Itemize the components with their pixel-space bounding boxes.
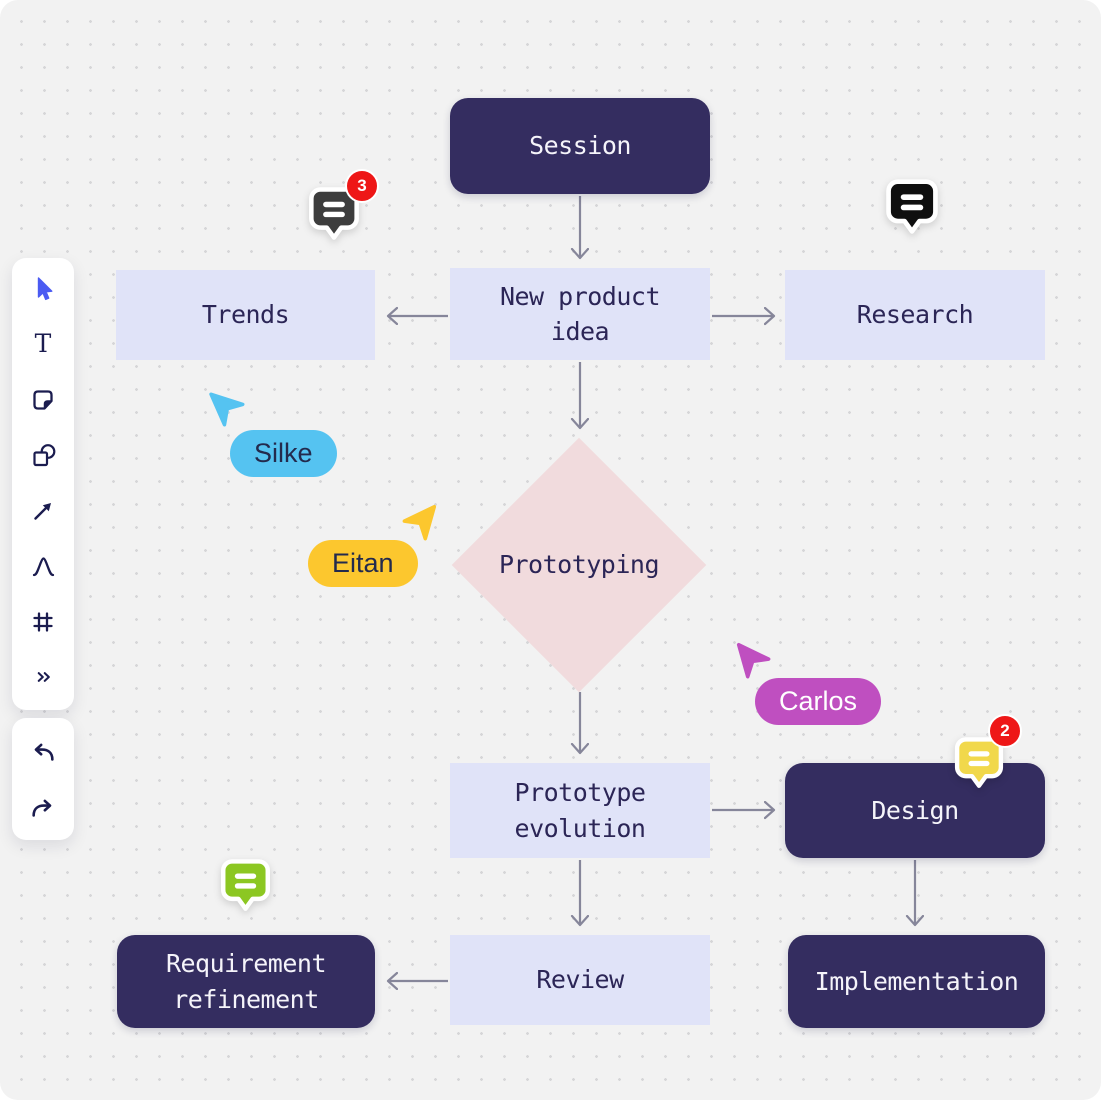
redo-button[interactable] <box>28 792 58 822</box>
node-label: Prototyping <box>498 550 660 580</box>
node-new-product-idea[interactable]: New product idea <box>450 268 710 360</box>
svg-text:T: T <box>35 330 52 358</box>
eitan-cursor-icon <box>402 504 437 541</box>
shapes-tool[interactable] <box>28 440 58 470</box>
node-label: Session <box>529 131 631 161</box>
text-tool-icon: T <box>35 330 52 358</box>
collaborator-pill-carlos: Carlos <box>755 678 882 725</box>
frame-tool[interactable] <box>28 607 58 637</box>
node-prototyping: Prototyping <box>454 475 704 655</box>
connector-arrow-tool[interactable] <box>28 496 58 526</box>
more-tools-button[interactable] <box>28 662 58 692</box>
chevron-double-right-icon <box>37 672 50 682</box>
collaborator-pill-silke: Silke <box>230 430 337 477</box>
pen-tool[interactable] <box>28 551 58 581</box>
collaborator-name: Carlos <box>779 686 858 716</box>
node-label: New product idea <box>499 281 661 347</box>
redo-icon <box>32 799 52 817</box>
collaborator-pill-eitan: Eitan <box>308 540 418 587</box>
node-requirement-refinement[interactable]: Requirement refinement <box>117 935 375 1028</box>
comment-count: 3 <box>357 176 367 195</box>
node-label: Design <box>871 795 959 825</box>
comment-count: 2 <box>1000 721 1010 740</box>
comment-count-badge[interactable]: 3 <box>345 169 379 203</box>
carlos-cursor-icon <box>736 642 771 679</box>
select-cursor-icon <box>37 277 53 301</box>
node-label: Trends <box>201 300 290 330</box>
shapes-icon <box>33 444 56 467</box>
select-cursor-tool[interactable] <box>28 274 58 304</box>
comment-bubble-icon <box>886 179 938 234</box>
undo-button[interactable] <box>28 736 58 766</box>
node-label: Requirement refinement <box>165 949 327 1014</box>
node-prototype-evolution[interactable]: Prototype evolution <box>450 763 710 858</box>
node-research[interactable]: Research <box>785 270 1045 360</box>
collaborator-name: Silke <box>254 438 313 468</box>
undo-icon <box>34 743 54 761</box>
node-label: Implementation <box>814 966 1019 996</box>
node-design[interactable]: Design <box>785 763 1045 858</box>
connector-arrow-icon <box>34 502 51 520</box>
toolbar: T <box>12 258 74 710</box>
comment-count-badge[interactable]: 2 <box>988 714 1022 748</box>
text-tool[interactable]: T <box>28 329 58 359</box>
node-label: Prototype evolution <box>514 778 646 843</box>
history-panel <box>12 718 74 840</box>
node-label: Review <box>536 965 624 995</box>
collaborator-name: Eitan <box>332 548 394 578</box>
node-label: Research <box>856 300 974 330</box>
frame-icon <box>33 611 53 632</box>
node-implementation[interactable]: Implementation <box>788 935 1045 1028</box>
sticky-note-tool[interactable] <box>28 385 58 415</box>
pen-icon <box>32 557 55 577</box>
sticky-note-icon <box>33 390 53 410</box>
comment-marker[interactable] <box>882 175 942 237</box>
silke-cursor-icon <box>209 392 245 427</box>
node-review[interactable]: Review <box>450 935 710 1025</box>
node-session[interactable]: Session <box>450 98 710 194</box>
node-trends[interactable]: Trends <box>116 270 375 360</box>
comment-marker[interactable] <box>217 855 274 917</box>
comment-bubble-icon <box>221 859 270 911</box>
